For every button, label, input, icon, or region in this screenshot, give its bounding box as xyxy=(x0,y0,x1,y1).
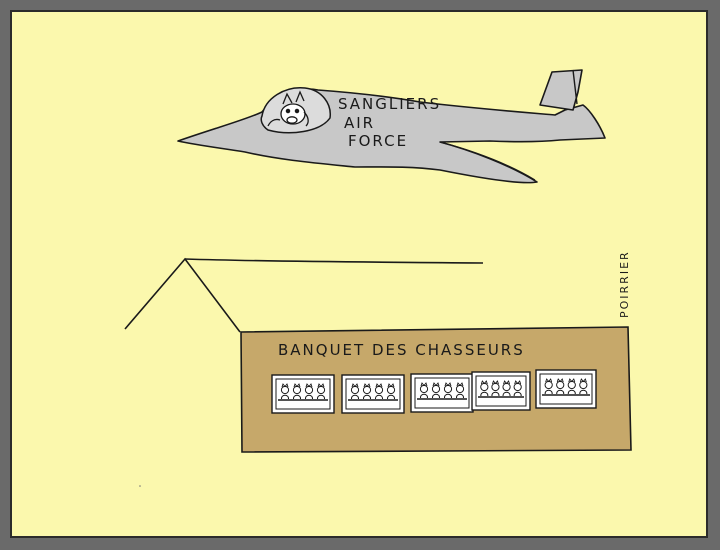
guest-body xyxy=(480,391,489,397)
guest-body xyxy=(351,394,359,400)
guest-ears xyxy=(568,378,576,383)
guest-ears xyxy=(432,382,440,387)
guest-ears xyxy=(480,380,488,385)
guest-body xyxy=(375,394,383,400)
plane-text-line1: SANGLIERS xyxy=(338,95,441,113)
guest-body xyxy=(281,394,289,400)
building-roof xyxy=(124,257,241,333)
guest-body xyxy=(363,394,371,400)
plane-text-line3: FORCE xyxy=(348,132,408,150)
guest-body xyxy=(556,389,565,395)
guest-body xyxy=(444,393,452,399)
guest-ears xyxy=(293,383,301,388)
guest-ears xyxy=(351,383,359,388)
guest-ears xyxy=(305,383,313,388)
guest-ears xyxy=(579,378,587,383)
guest-ears xyxy=(514,380,522,385)
jet-tail-fin xyxy=(539,69,583,111)
guest-ears xyxy=(545,378,553,383)
guest-body xyxy=(544,389,553,395)
guest-ears xyxy=(503,380,510,385)
banquet-building: BANQUET DES CHASSEURS xyxy=(124,257,632,453)
guest-ears xyxy=(363,383,371,388)
guest-body xyxy=(432,393,440,399)
paper-speck xyxy=(139,485,141,487)
guest-ears xyxy=(387,383,395,388)
guest-body xyxy=(502,391,511,397)
guest-body xyxy=(387,394,395,400)
window xyxy=(535,369,597,409)
guest-ears xyxy=(420,382,428,387)
plane-text-line2: AIR xyxy=(344,114,375,132)
boar-pilot-icon xyxy=(267,90,309,127)
guest-body xyxy=(293,394,301,400)
guest-ears xyxy=(556,378,564,383)
guest-body xyxy=(456,393,464,399)
window xyxy=(341,374,405,414)
guest-ears xyxy=(456,382,464,387)
window xyxy=(410,373,474,413)
windows-row xyxy=(271,369,597,414)
building-sign: BANQUET DES CHASSEURS xyxy=(278,341,525,359)
guest-body xyxy=(317,394,325,400)
guest-ears xyxy=(375,383,383,388)
window xyxy=(471,371,531,411)
guests-icon xyxy=(278,378,590,401)
artist-signature: POIRRIER xyxy=(618,250,631,318)
guest-ears xyxy=(317,383,325,388)
guest-ears xyxy=(492,380,499,385)
window xyxy=(271,374,335,414)
guest-ears xyxy=(281,383,289,388)
guest-body xyxy=(567,389,576,395)
fighter-jet: SANGLIERS AIR FORCE xyxy=(177,69,606,184)
guest-body xyxy=(420,393,428,399)
guest-body xyxy=(305,394,313,400)
guest-body xyxy=(491,391,500,397)
guest-body xyxy=(513,391,522,397)
guest-body xyxy=(579,389,588,395)
guest-ears xyxy=(444,382,452,387)
